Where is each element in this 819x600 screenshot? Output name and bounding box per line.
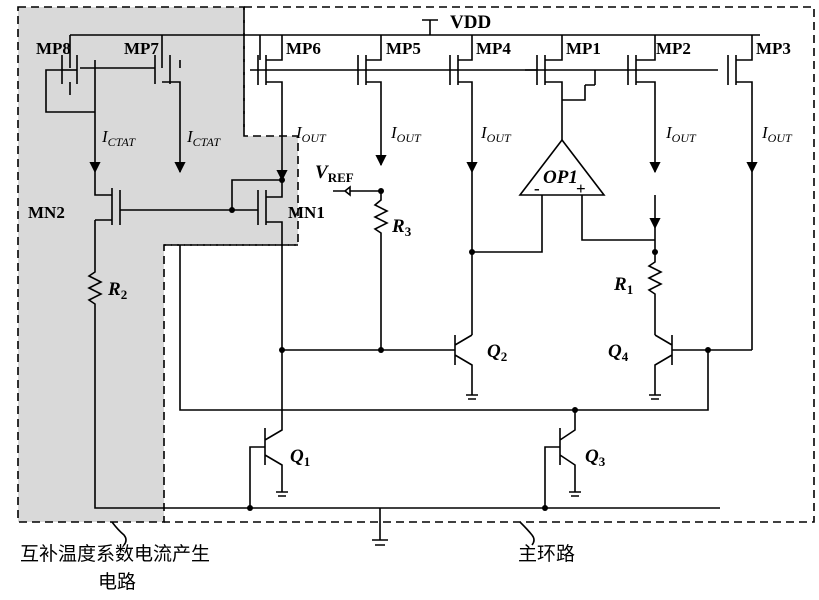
caption-ctat-line2: 电路 [98,571,136,593]
vref-node: VREF R3 [315,162,412,350]
mp1: MP1 [525,35,601,140]
ctat-leader [112,522,126,545]
main-leader [520,522,534,545]
label-mn1: MN1 [288,203,325,222]
label-iout-mp5: IOUT [390,123,422,145]
label-mp2: MP2 [656,39,691,58]
label-q2: Q2 [487,341,507,364]
label-iout-mp2: IOUT [665,123,697,145]
label-mp6: MP6 [286,39,321,58]
vdd-label: VDD [450,12,491,33]
label-q3: Q3 [585,446,606,469]
opamp-op1: OP1 - + [469,140,655,335]
label-mp1: MP1 [566,39,601,58]
bjt-q2: Q2 [279,335,507,399]
label-op1-plus: + [576,179,586,198]
label-mp5: MP5 [386,39,421,58]
ctat-region [18,7,298,522]
label-r1: R1 [613,274,633,297]
mp6: MP6 [258,35,321,95]
label-vref: VREF [315,162,354,185]
main-loop-region [164,7,814,522]
r1: R1 [613,228,661,335]
bjt-q1: Q1 [247,400,310,511]
bjt-q3: Q3 [542,407,606,511]
label-mn2: MN2 [28,203,65,222]
label-mp7: MP7 [124,39,159,58]
label-iout-mp4: IOUT [480,123,512,145]
label-q4: Q4 [608,341,629,364]
r2: R2 [89,265,720,545]
mp5: MP5 [358,35,421,95]
label-mp4: MP4 [476,39,511,58]
label-r3: R3 [391,216,412,239]
mp3: MP3 [728,35,791,95]
label-mp8: MP8 [36,39,71,58]
mp4: MP4 [450,35,511,95]
label-op1: OP1 [543,167,578,188]
label-op1-minus: - [534,179,540,198]
label-iout-mp6: IOUT [295,123,327,145]
caption-ctat-line1: 互补温度系数电流产生 [20,543,210,565]
caption-main-loop: 主环路 [518,543,575,565]
mp2: MP2 [628,35,691,95]
label-q1: Q1 [290,446,310,469]
label-mp3: MP3 [756,39,791,58]
label-iout-mp3: IOUT [761,123,793,145]
